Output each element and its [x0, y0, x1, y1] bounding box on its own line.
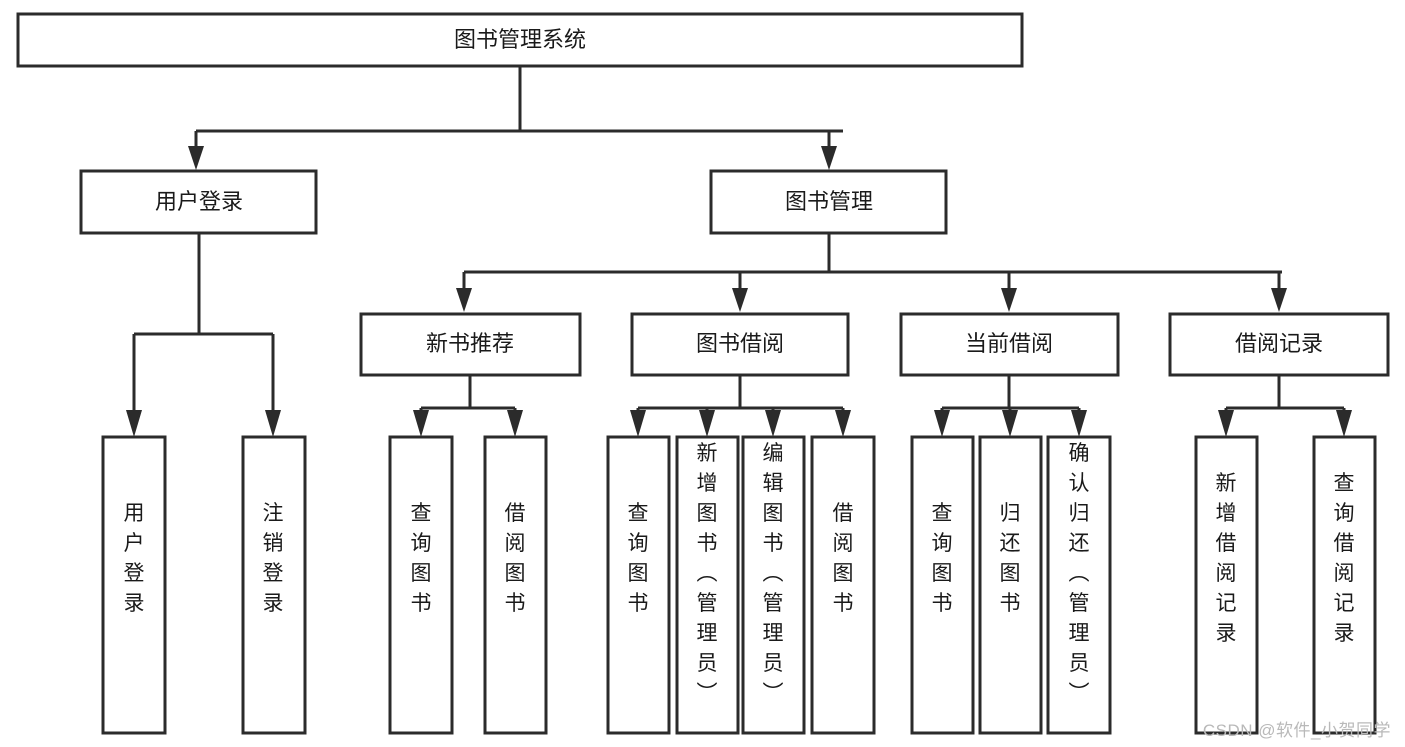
arrow-head-bb-leaf3 — [765, 410, 781, 437]
leaf-br-query-record[interactable]: 查询借阅记录 — [1312, 435, 1377, 735]
node-borrow-record-box[interactable] — [1168, 312, 1390, 377]
leaf-bb-query-book-label: 查询图书 — [628, 502, 649, 615]
leaf-nb-query-book-label: 查询图书 — [411, 502, 432, 615]
connectors-current-borrow-to-leaves — [934, 375, 1087, 437]
leaf-user-login-label: 用户登录 — [124, 502, 145, 615]
leaf-cb-query-book[interactable]: 查询图书 — [910, 435, 975, 735]
node-current-borrow[interactable]: 当前借阅 — [899, 312, 1120, 377]
leaf-cb-return-book-box[interactable] — [978, 435, 1043, 735]
leaf-bb-add-book-label: 新增图书︵管理员︶ — [697, 442, 718, 705]
leaf-cb-confirm-return-label: 确认归还︵管理员︶ — [1069, 442, 1090, 705]
leaf-bb-borrow-book-box[interactable] — [810, 435, 876, 735]
leaf-nb-borrow-book-box[interactable] — [483, 435, 548, 735]
node-borrow-record[interactable]: 借阅记录 — [1168, 312, 1390, 377]
leaf-bb-query-book-box[interactable] — [606, 435, 671, 735]
leaf-br-add-record-box[interactable] — [1194, 435, 1259, 735]
leaf-br-query-record-label: 查询借阅记录 — [1334, 472, 1355, 645]
leaf-bb-edit-book[interactable]: 编辑图书︵管理员︶ — [741, 435, 806, 735]
arrow-head-leaf-user-login — [126, 410, 142, 437]
leaf-nb-query-book[interactable]: 查询图书 — [388, 435, 454, 735]
node-user-login-label: 用户登录 — [155, 189, 243, 214]
leaf-logout-label: 注销登录 — [263, 502, 284, 615]
node-book-manage[interactable]: 图书管理 — [709, 169, 948, 235]
node-book-manage-label: 图书管理 — [785, 189, 873, 214]
arrow-head-bb-leaf1 — [630, 410, 646, 437]
leaf-bb-borrow-book[interactable]: 借阅图书 — [810, 435, 876, 735]
arrow-head-current-borrow — [1001, 288, 1017, 312]
leaf-cb-confirm-return[interactable]: 确认归还︵管理员︶ — [1046, 435, 1112, 735]
leaf-cb-confirm-return-box[interactable] — [1046, 435, 1112, 735]
arrow-head-book-manage — [821, 146, 837, 170]
leaf-nb-borrow-book[interactable]: 借阅图书 — [483, 435, 548, 735]
leaf-bb-edit-book-box[interactable] — [741, 435, 806, 735]
arrow-head-leaf-logout — [265, 410, 281, 437]
leaf-br-add-record-label: 新增借阅记录 — [1216, 472, 1237, 645]
arrow-head-cb-leaf3 — [1071, 410, 1087, 437]
node-book-borrow-box[interactable] — [630, 312, 850, 377]
arrow-head-br-leaf1 — [1218, 410, 1234, 437]
arrow-head-nb-leaf2 — [507, 410, 523, 437]
leaf-bb-edit-book-label: 编辑图书︵管理员︶ — [763, 442, 784, 705]
arrow-head-cb-leaf2 — [1002, 410, 1018, 437]
arrow-head-br-leaf2 — [1336, 410, 1352, 437]
leaf-cb-query-book-label: 查询图书 — [932, 502, 953, 615]
arrow-head-book-borrow — [732, 288, 748, 312]
leaf-bb-query-book[interactable]: 查询图书 — [606, 435, 671, 735]
leaf-bb-add-book-box[interactable] — [675, 435, 740, 735]
connectors-user-login-to-leaves — [126, 233, 281, 437]
arrow-head-user-login — [188, 146, 204, 170]
leaf-bb-add-book[interactable]: 新增图书︵管理员︶ — [675, 435, 740, 735]
node-current-borrow-label: 当前借阅 — [965, 331, 1053, 356]
leaf-br-query-record-box[interactable] — [1312, 435, 1377, 735]
connectors-borrow-record-to-leaves — [1218, 375, 1352, 437]
node-new-book-recommend-label: 新书推荐 — [426, 331, 514, 356]
node-book-borrow[interactable]: 图书借阅 — [630, 312, 850, 377]
node-book-borrow-label: 图书借阅 — [696, 331, 784, 356]
leaf-br-add-record[interactable]: 新增借阅记录 — [1194, 435, 1259, 735]
leaf-nb-query-book-box[interactable] — [388, 435, 454, 735]
node-user-login[interactable]: 用户登录 — [79, 169, 318, 235]
leaf-nb-borrow-book-label: 借阅图书 — [505, 502, 526, 615]
node-current-borrow-box[interactable] — [899, 312, 1120, 377]
arrow-head-bb-leaf2 — [699, 410, 715, 437]
node-borrow-record-label: 借阅记录 — [1235, 331, 1323, 356]
leaf-logout-box[interactable] — [241, 435, 307, 735]
node-user-login-box[interactable] — [79, 169, 318, 235]
arrow-head-new-book — [456, 288, 472, 312]
arrow-head-borrow-record — [1271, 288, 1287, 312]
leaf-cb-return-book[interactable]: 归还图书 — [978, 435, 1043, 735]
arrow-head-bb-leaf4 — [835, 410, 851, 437]
node-root-box[interactable] — [16, 12, 1024, 68]
connectors-root-to-level2 — [188, 66, 843, 170]
connectors-book-manage-to-level3 — [456, 233, 1287, 312]
node-root[interactable]: 图书管理系统 — [16, 12, 1024, 68]
leaf-user-login[interactable]: 用户登录 — [101, 435, 167, 735]
node-new-book-recommend-box[interactable] — [359, 312, 582, 377]
node-root-label: 图书管理系统 — [454, 27, 586, 52]
leaf-cb-return-book-label: 归还图书 — [1000, 502, 1021, 615]
connectors-new-book-to-leaves — [413, 375, 523, 437]
node-book-manage-box[interactable] — [709, 169, 948, 235]
leaf-bb-borrow-book-label: 借阅图书 — [833, 502, 854, 615]
node-new-book-recommend[interactable]: 新书推荐 — [359, 312, 582, 377]
leaf-user-login-box[interactable] — [101, 435, 167, 735]
connectors-book-borrow-to-leaves — [630, 375, 851, 437]
csdn-watermark: CSDN @软件_小贺同学 — [1202, 721, 1391, 740]
arrow-head-cb-leaf1 — [934, 410, 950, 437]
leaf-cb-query-book-box[interactable] — [910, 435, 975, 735]
arrow-head-nb-leaf1 — [413, 410, 429, 437]
leaf-logout[interactable]: 注销登录 — [241, 435, 307, 735]
